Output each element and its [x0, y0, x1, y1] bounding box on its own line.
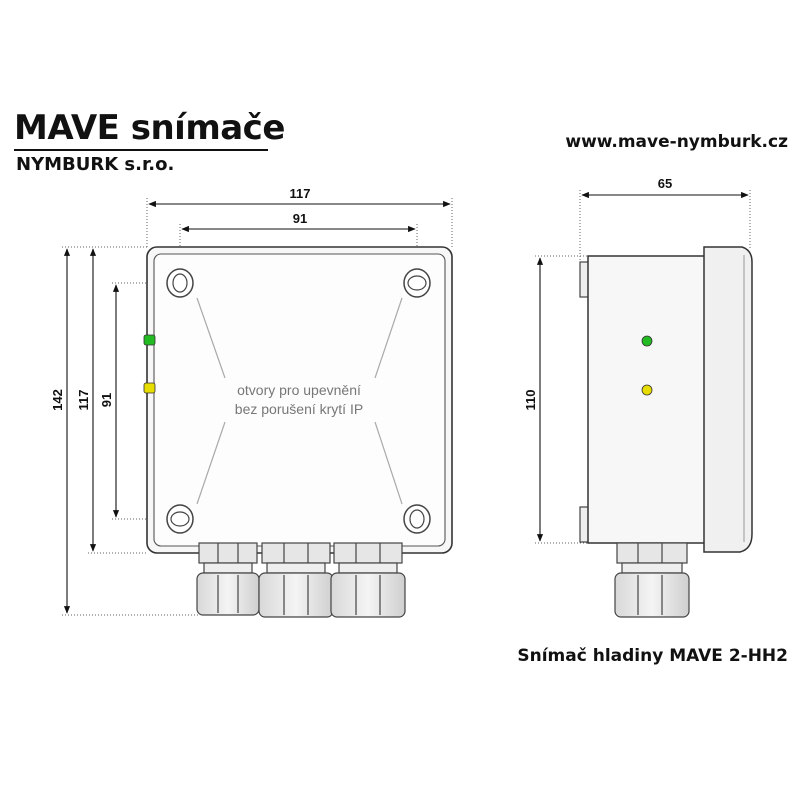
led-yellow [143, 382, 156, 394]
dim-height-total: 142 [50, 389, 65, 411]
dim-width-outer: 117 [290, 186, 311, 201]
side-cable-gland [614, 542, 690, 618]
side-dimension-lines [536, 191, 749, 542]
front-dimension-lines [63, 200, 451, 614]
mounting-hole [403, 268, 431, 298]
cable-gland [330, 542, 406, 618]
cable-gland [258, 542, 334, 618]
note-leader-lines [196, 297, 403, 505]
front-view: 117 91 142 117 91 [50, 186, 453, 618]
dim-height-holes: 91 [99, 393, 114, 407]
dim-height-box: 117 [76, 390, 91, 411]
side-enclosure-body [587, 255, 707, 544]
dim-width-holes: 91 [293, 211, 307, 226]
website-url: www.mave-nymburk.cz [565, 132, 788, 152]
led-green [143, 334, 156, 346]
product-caption: Snímač hladiny MAVE 2-HH2 [517, 646, 788, 666]
side-led-green [641, 335, 653, 347]
dim-height-side: 110 [523, 390, 538, 411]
note-line1: otvory pro upevnění [237, 382, 361, 398]
mounting-hole [166, 504, 194, 534]
side-led-yellow [641, 384, 653, 396]
cable-gland [196, 542, 260, 616]
dim-depth: 65 [658, 176, 672, 191]
side-extension-lines [535, 190, 751, 544]
front-extension-lines [62, 198, 453, 616]
mounting-holes [166, 268, 431, 534]
mounting-hole [166, 268, 194, 298]
side-enclosure-lid [703, 246, 753, 553]
brand-title: MAVE snímače [14, 108, 285, 148]
cable-glands [196, 542, 406, 618]
note-line2: bez porušení krytí IP [235, 401, 363, 417]
mounting-hole [403, 504, 431, 534]
brand-underline [14, 149, 268, 151]
side-view: 65 110 [523, 176, 753, 618]
brand-subtitle: NYMBURK s.r.o. [16, 154, 175, 175]
